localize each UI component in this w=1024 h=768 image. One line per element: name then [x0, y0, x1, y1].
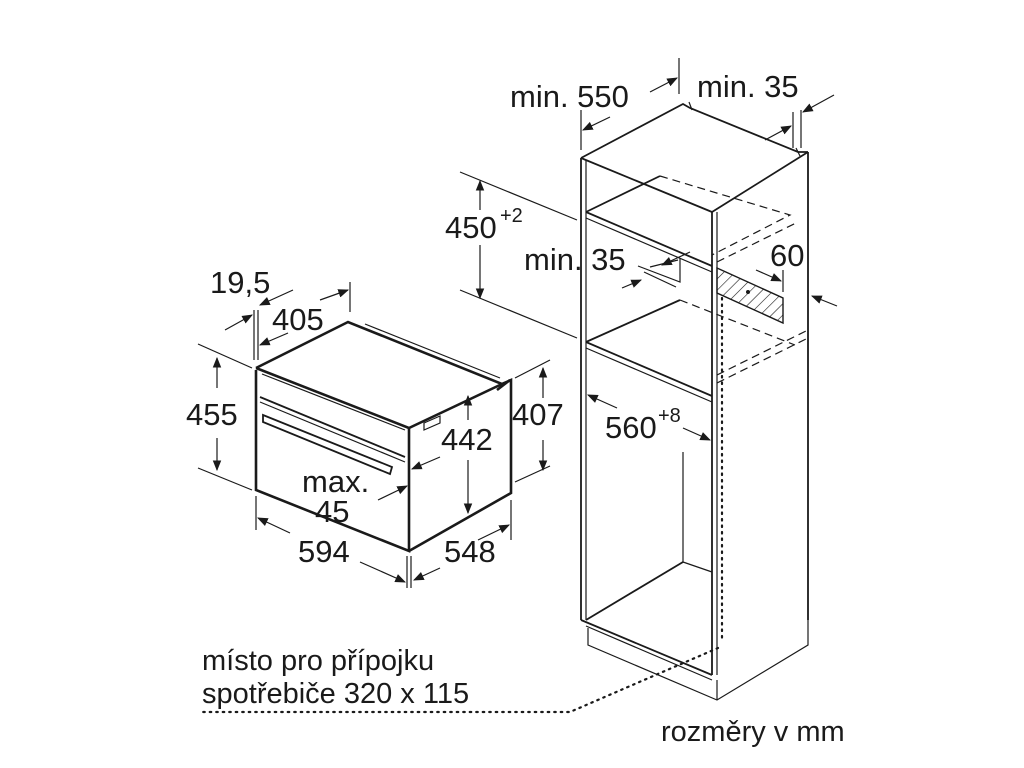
oven-handle [262, 413, 394, 476]
dim-niche-height: 407 [512, 397, 564, 432]
dim-depth: 548 [444, 534, 496, 569]
dim-top-depth: 405 [272, 302, 324, 337]
connection-note-line1: místo pro přípojku [202, 645, 434, 677]
units-note: rozměry v mm [661, 716, 845, 748]
dim-vent-depth: 60 [770, 238, 804, 273]
dim-niche-height-tolerance: +2 [500, 205, 523, 227]
dim-height-front: 455 [186, 397, 238, 432]
dim-niche-width-base: 560 [605, 410, 657, 445]
dim-niche-height-base: 450 [445, 210, 497, 245]
connection-note-line2: spotřebiče 320 x 115 [202, 678, 469, 710]
dim-handle-gap-value: 45 [315, 494, 349, 529]
dim-depth-offset: 19,5 [210, 265, 270, 300]
dim-body-height: 442 [441, 422, 493, 457]
dim-min-vent-gap: min. 35 [524, 242, 626, 277]
dimension-lines [197, 58, 838, 588]
dim-niche-width-tolerance: +8 [658, 405, 681, 427]
dim-min-cabinet-depth: min. 550 [510, 79, 629, 114]
tall-cabinet [198, 101, 809, 714]
appliance-dimension-labels: 19,5 405 455 442 407 max. 45 594 548 [186, 265, 564, 569]
notes: místo pro přípojku spotřebiče 320 x 115 … [202, 645, 845, 748]
dim-width: 594 [298, 534, 350, 569]
dim-min-back-gap: min. 35 [697, 69, 799, 104]
dim-handle-gap-label: max. [302, 464, 369, 499]
cabinet-dimension-labels: min. 550 min. 35 450 +2 min. 35 60 560 +… [445, 69, 804, 445]
compact-oven [254, 320, 513, 553]
vent-opening [716, 266, 784, 325]
